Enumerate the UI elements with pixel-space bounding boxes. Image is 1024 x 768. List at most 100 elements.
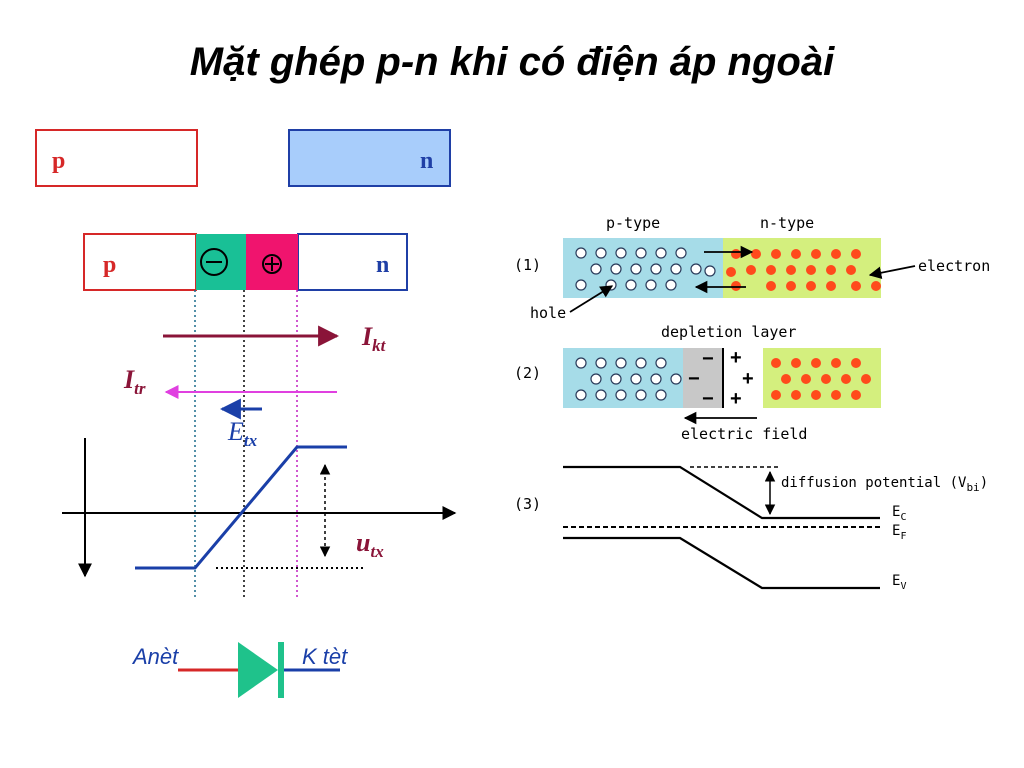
itr-label: Itr xyxy=(123,365,146,398)
svg-text:−: − xyxy=(688,368,700,390)
hole-dot xyxy=(575,279,587,291)
svg-text:−: − xyxy=(702,348,714,370)
electron-dot xyxy=(801,374,811,384)
ikt-label: Ikt xyxy=(361,322,387,355)
cathode-label: K tèt xyxy=(302,644,348,669)
diode-symbol: Anèt K tèt xyxy=(131,642,348,698)
hole-dot xyxy=(655,247,667,259)
junction-n-region xyxy=(297,233,408,291)
svg-text:+: + xyxy=(730,388,742,410)
svg-text:−: − xyxy=(702,388,714,410)
hole-dot xyxy=(610,373,622,385)
ntype-label: n-type xyxy=(760,214,814,232)
ptype-label: p-type xyxy=(606,214,660,232)
hole-dot xyxy=(655,357,667,369)
conduction-band xyxy=(563,465,880,520)
hole-dot xyxy=(595,247,607,259)
electron-dot xyxy=(806,281,816,291)
hole-dot xyxy=(575,357,587,369)
electron-label: electron xyxy=(918,257,990,275)
electron-dot xyxy=(831,249,841,259)
electron-dot xyxy=(821,374,831,384)
electron-pointer xyxy=(868,265,916,279)
separated-blocks: p n xyxy=(35,129,451,187)
top-p-label: p xyxy=(52,148,65,174)
d1-electrons xyxy=(726,249,881,291)
electron-dot xyxy=(751,249,761,259)
hole-pointer xyxy=(569,285,614,313)
hole-dot xyxy=(650,373,662,385)
electron-dot xyxy=(851,358,861,368)
hole-dot xyxy=(675,247,687,259)
d2-positive-region xyxy=(723,348,763,408)
electron-dot xyxy=(731,249,741,259)
electron-dot xyxy=(841,374,851,384)
hole-dot xyxy=(575,247,587,259)
electron-dot xyxy=(771,390,781,400)
hole-dot xyxy=(635,247,647,259)
d1-holes xyxy=(575,247,716,291)
ec-label: EC xyxy=(892,504,906,523)
d2-holes xyxy=(575,357,682,401)
electron-dot xyxy=(806,265,816,275)
electron-dot xyxy=(851,281,861,291)
electric-field-label: electric field xyxy=(681,425,807,443)
hole-dot xyxy=(650,263,662,275)
potential-curve xyxy=(135,445,347,570)
electron-dot xyxy=(811,358,821,368)
electron-dot xyxy=(781,374,791,384)
electron-dot xyxy=(846,265,856,275)
hole-dot xyxy=(595,357,607,369)
hole-dot xyxy=(590,373,602,385)
electron-dot xyxy=(791,358,801,368)
electron-dot xyxy=(786,281,796,291)
junction-p-region xyxy=(83,233,197,291)
hole-dot xyxy=(690,263,702,275)
ef-label: EF xyxy=(892,523,906,542)
electron-dot xyxy=(791,249,801,259)
hole-dot xyxy=(625,279,637,291)
top-n-label: n xyxy=(420,148,433,174)
diode-triangle xyxy=(238,642,278,698)
electron-dot xyxy=(861,374,871,384)
electron-dot xyxy=(771,358,781,368)
junction-bar: p n xyxy=(83,233,408,291)
top-n-block xyxy=(288,129,451,187)
electron-dot xyxy=(811,249,821,259)
electron-dot xyxy=(851,390,861,400)
electron-dot xyxy=(746,265,756,275)
electron-dot xyxy=(831,358,841,368)
hole-dot xyxy=(635,357,647,369)
top-p-block xyxy=(35,129,198,187)
hole-dot xyxy=(630,373,642,385)
hole-dot xyxy=(615,247,627,259)
depletion-layer-label: depletion layer xyxy=(661,323,796,341)
ev-label: EV xyxy=(892,573,906,592)
electron-dot xyxy=(731,281,741,291)
electron-dot xyxy=(771,249,781,259)
electron-dot xyxy=(811,390,821,400)
electron-dot xyxy=(826,265,836,275)
hole-dot xyxy=(610,263,622,275)
hole-dot xyxy=(615,357,627,369)
diagram2-label: (2) xyxy=(514,364,541,382)
hole-dot xyxy=(670,263,682,275)
hole-dot xyxy=(635,389,647,401)
hole-dot xyxy=(645,279,657,291)
hole-dot xyxy=(615,389,627,401)
d2-depletion-region xyxy=(683,348,723,408)
anode-label: Anèt xyxy=(131,644,179,669)
hole-dot xyxy=(595,389,607,401)
electron-dot xyxy=(831,390,841,400)
plus-icon xyxy=(262,254,282,274)
electron-dot xyxy=(826,281,836,291)
svg-text:+: + xyxy=(730,347,742,369)
hole-dot xyxy=(575,389,587,401)
electron-dot xyxy=(871,281,881,291)
svg-text:+: + xyxy=(742,368,754,390)
electron-dot xyxy=(766,281,776,291)
hole-dot xyxy=(630,263,642,275)
electron-dot xyxy=(851,249,861,259)
etx-label: Etx xyxy=(227,417,258,450)
